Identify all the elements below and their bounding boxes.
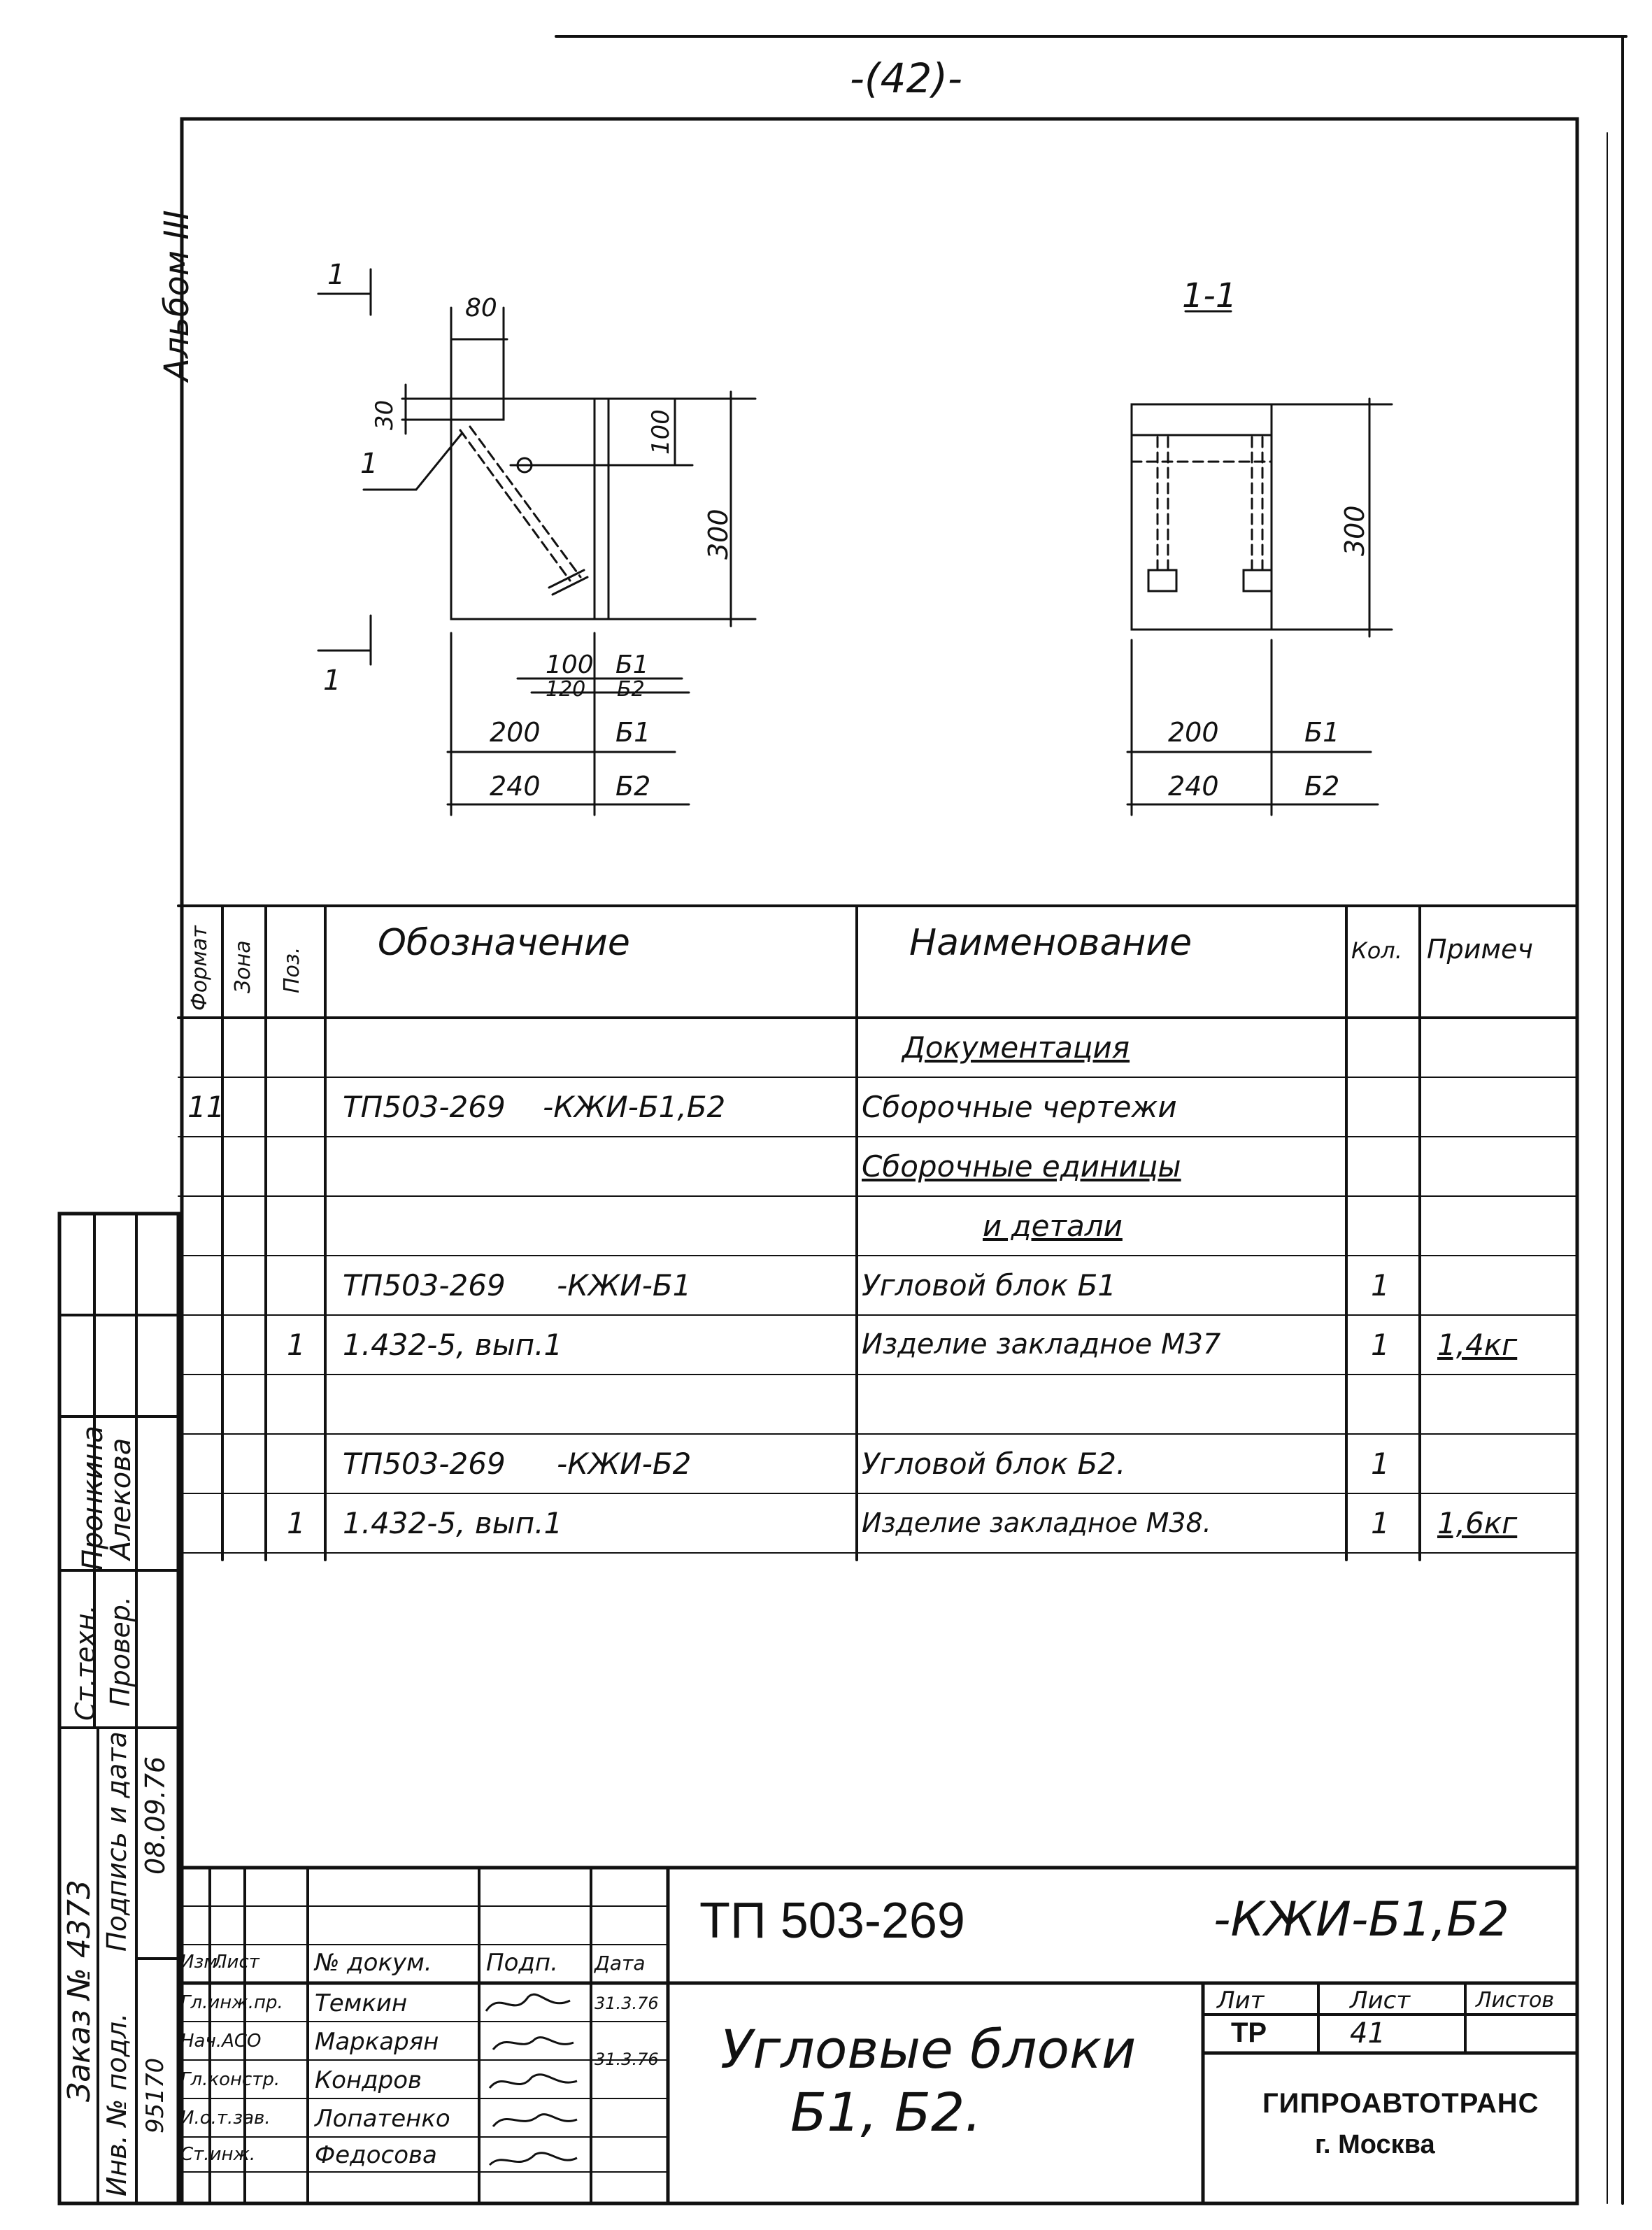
mark-b1-b: Б1 — [615, 717, 651, 748]
section-title: 1-1 — [1182, 276, 1237, 315]
header-date: Дата — [594, 1952, 646, 1975]
signer-name: Маркарян — [315, 2028, 439, 2056]
section-view — [1126, 310, 1393, 816]
spec-qty-row-7: 1 — [1371, 1446, 1390, 1481]
mark-b2-a: Б2 — [617, 677, 645, 702]
signer-name: Темкин — [315, 1989, 408, 2017]
signer-role: Ст.инж. — [180, 2144, 256, 2165]
dim-200-section: 200 — [1168, 717, 1219, 748]
title-code: ТП 503-269 — [699, 1893, 965, 1949]
header-doc: № докум. — [315, 1949, 432, 1977]
section-mark-bottom: 1 — [323, 665, 341, 697]
mark-b1-a: Б1 — [615, 651, 649, 679]
dim-240-section: 240 — [1168, 771, 1219, 802]
dim-200-plan: 200 — [490, 717, 541, 748]
spec-name-row-3: и детали — [983, 1208, 1123, 1243]
mark-b2-section: Б2 — [1304, 771, 1340, 802]
dim-80: 80 — [465, 294, 497, 322]
album-label: Альбом III — [157, 210, 197, 381]
spec-designation-row-8: 1.432-5, вып.1 — [343, 1505, 563, 1540]
org-name: ГИПРОАВТОТРАНС — [1262, 2088, 1539, 2119]
sheets-label: Листов — [1476, 1988, 1555, 2012]
header-name: Наименование — [909, 922, 1192, 964]
spec-name-row-4: Угловой блок Б1 — [862, 1267, 1116, 1302]
dim-100-b1: 100 — [546, 651, 594, 679]
header-designation: Обозначение — [378, 922, 630, 964]
page-number: -(42)- — [850, 55, 962, 102]
dim-30: 30 — [371, 399, 399, 430]
sign-date-value: 08.09.76 — [140, 1756, 171, 1875]
header-note: Примеч — [1427, 934, 1533, 965]
alekova-label: Алекова — [105, 1437, 137, 1560]
spec-name-row-0: Документация — [902, 1030, 1130, 1065]
dim-300-plan: 300 — [703, 509, 734, 560]
lit-label: Лит — [1217, 1987, 1265, 2015]
header-sign: Подп. — [486, 1949, 558, 1977]
lit-value: ТР — [1231, 2017, 1267, 2048]
sheet-value: 41 — [1350, 2017, 1386, 2050]
org-city: г. Москва — [1315, 2130, 1435, 2159]
plan-view — [317, 268, 757, 816]
spec-name-row-2: Сборочные единицы — [862, 1149, 1181, 1184]
left-margin-lines — [57, 1212, 180, 2206]
product-name-line-1: Угловые блоки — [720, 2018, 1137, 2080]
spec-qty-row-5: 1 — [1371, 1327, 1390, 1362]
header-pos: Поз. — [280, 946, 304, 993]
spec-note-row-8: 1,6кг — [1437, 1505, 1518, 1540]
page-number-value: 42 — [880, 55, 932, 102]
spec-name-row-8: Изделие закладное М38. — [862, 1507, 1211, 1538]
spec-designation-row-4: ТП503-269 -КЖИ-Б1 — [343, 1267, 692, 1302]
checked-label: Провер. — [105, 1596, 136, 1707]
order-number: Заказ № 4373 — [62, 1880, 97, 2102]
st-techn-label: Ст.техн. — [70, 1605, 101, 1721]
section-mark-top: 1 — [327, 259, 346, 291]
title-block-lines — [176, 1866, 1579, 2206]
spec-format-row-1: 11 — [187, 1089, 225, 1124]
mark-b2-b: Б2 — [615, 771, 651, 802]
inv-value: 95170 — [141, 2057, 169, 2133]
spec-designation-row-7: ТП503-269 -КЖИ-Б2 — [343, 1446, 692, 1481]
spec-qty-row-8: 1 — [1371, 1505, 1390, 1540]
sheet-label: Лист — [1350, 1987, 1411, 2015]
spec-qty-row-4: 1 — [1371, 1267, 1390, 1302]
signer-role: Гл.констр. — [180, 2069, 280, 2090]
header-qty: Кол. — [1351, 937, 1402, 964]
signer-role: Нач.АСО — [180, 2031, 262, 2052]
dim-120-b2: 120 — [546, 677, 586, 702]
spec-name-row-5: Изделие закладное М37 — [862, 1328, 1221, 1361]
signer-date: 31.3.76 — [594, 2050, 659, 2069]
header-change: Изм. — [180, 1952, 224, 1973]
spec-name-row-7: Угловой блок Б2. — [862, 1446, 1126, 1481]
signer-name: Кондров — [315, 2066, 422, 2094]
signer-name: Федосова — [315, 2141, 437, 2169]
spec-table-lines — [177, 904, 1579, 1561]
dim-300-section: 300 — [1339, 505, 1370, 556]
header-sheet: Лист — [213, 1952, 259, 1973]
spec-designation-row-5: 1.432-5, вып.1 — [343, 1327, 563, 1362]
spec-pos-row-8: 1 — [287, 1505, 306, 1540]
signer-role: И.о.т.зав. — [180, 2108, 271, 2129]
mark-b1-section: Б1 — [1304, 717, 1340, 748]
spec-pos-row-5: 1 — [287, 1327, 306, 1362]
spec-name-row-1: Сборочные чертежи — [862, 1089, 1177, 1124]
leader-1: 1 — [360, 448, 378, 480]
signer-role: Гл.инж.пр. — [180, 1992, 283, 2013]
sign-date-label: Подпись и дата — [101, 1731, 132, 1952]
product-name-line-2: Б1, Б2. — [790, 2081, 982, 2143]
inv-label: Инв. № подл. — [101, 2012, 132, 2196]
header-zone: Зона — [231, 940, 255, 993]
dim-100-vertical: 100 — [647, 409, 675, 455]
spec-designation-row-1: ТП503-269 -КЖИ-Б1,Б2 — [343, 1089, 726, 1124]
title-code-suffix: -КЖИ-Б1,Б2 — [1213, 1892, 1509, 1947]
signer-name: Лопатенко — [315, 2105, 450, 2133]
dim-240-plan: 240 — [490, 771, 541, 802]
spec-note-row-5: 1,4кг — [1437, 1327, 1518, 1362]
signer-date: 31.3.76 — [594, 1994, 659, 2013]
header-format: Формат — [187, 925, 212, 1011]
signature-marks — [485, 1993, 578, 2166]
